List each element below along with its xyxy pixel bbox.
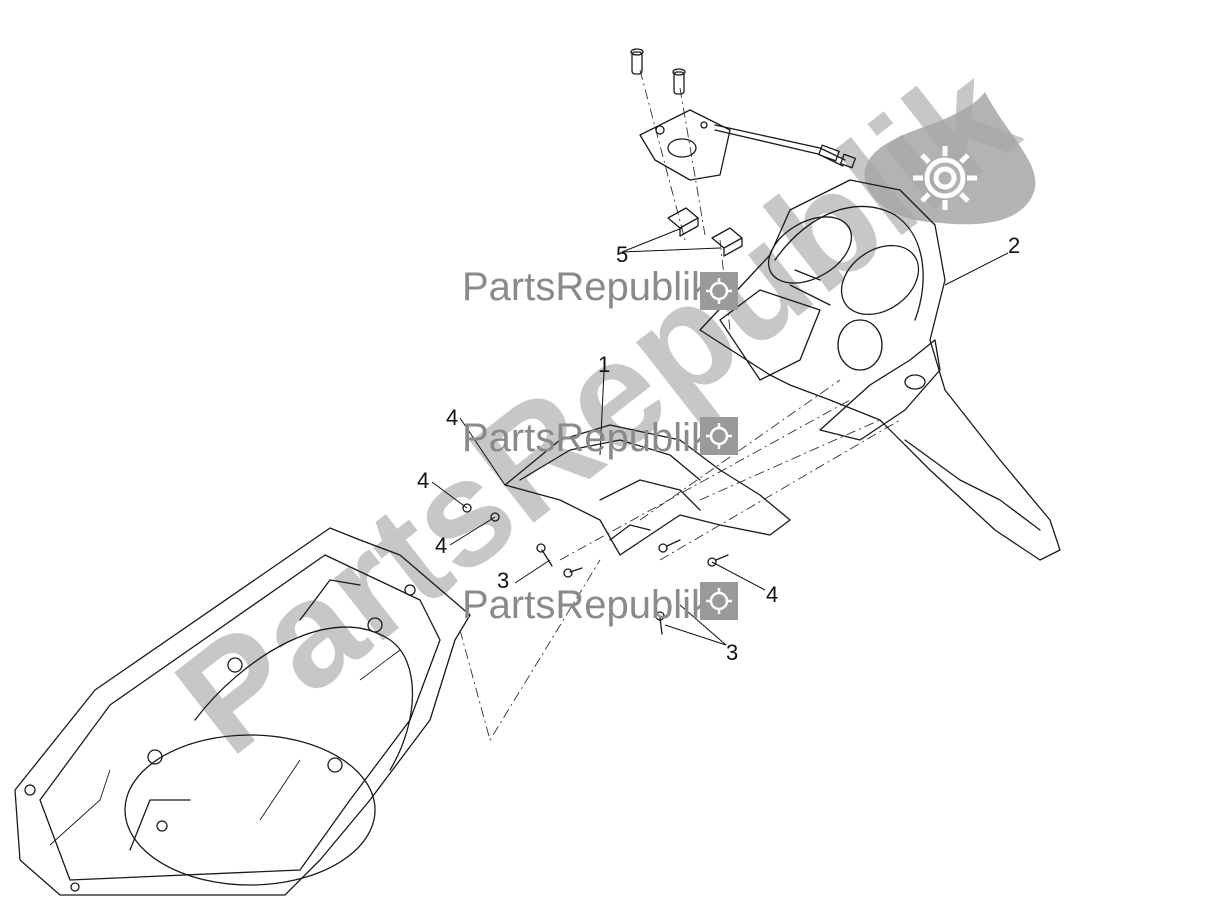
rear-tail-unit bbox=[699, 179, 1061, 561]
callout-5: 5 bbox=[616, 242, 628, 267]
rear-frame bbox=[14, 527, 471, 896]
gear-logo-icon bbox=[864, 92, 1036, 225]
clip-nuts bbox=[667, 207, 743, 257]
gear-icon bbox=[700, 272, 738, 310]
callout-4: 4 bbox=[417, 468, 429, 493]
callouts: 1 2 3 3 4 4 4 4 5 bbox=[417, 233, 1020, 665]
callout-3: 3 bbox=[726, 640, 738, 665]
watermark-row-1: PartsRepublik bbox=[462, 265, 738, 310]
callout-4: 4 bbox=[446, 405, 458, 430]
watermark-row-2: PartsRepublik bbox=[462, 416, 738, 460]
watermark-text: PartsRepublik bbox=[462, 583, 712, 627]
callout-4: 4 bbox=[435, 533, 447, 558]
bolt-pair bbox=[630, 48, 686, 95]
seat-lock-assembly bbox=[639, 109, 856, 181]
callout-1: 1 bbox=[598, 352, 610, 377]
leader-lines bbox=[431, 227, 1009, 646]
callout-3: 3 bbox=[497, 568, 509, 593]
watermark-text: PartsRepublik bbox=[462, 265, 712, 309]
inner-fender bbox=[504, 424, 791, 556]
gear-icon bbox=[700, 582, 738, 620]
watermark-text: PartsRepublik bbox=[462, 416, 712, 460]
screws bbox=[462, 503, 729, 635]
gear-icon bbox=[700, 417, 738, 455]
callout-4: 4 bbox=[766, 582, 778, 607]
callout-2: 2 bbox=[1008, 233, 1020, 258]
watermark-row-3: PartsRepublik bbox=[462, 582, 738, 627]
